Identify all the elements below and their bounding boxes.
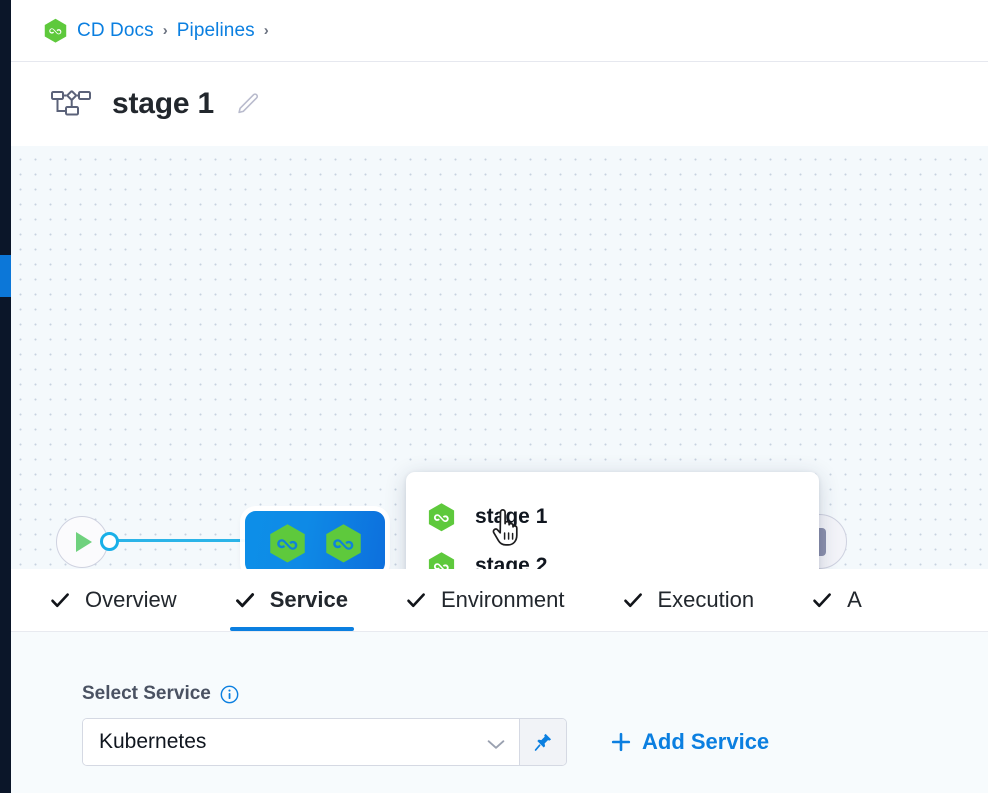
popup-item-stage-2[interactable]: stage 2 (406, 541, 819, 569)
play-triangle-icon (76, 532, 92, 552)
tab-label: Environment (440, 587, 565, 612)
plus-icon (611, 732, 631, 752)
harness-hexagon-icon (325, 523, 362, 563)
add-service-button[interactable]: Add Service (611, 729, 769, 755)
breadcrumb-item-cd-docs[interactable]: CD Docs (77, 19, 154, 41)
pipeline-connector-edge (115, 539, 249, 542)
stage-config-tabs: Overview Service Environment Execution A (11, 569, 988, 632)
select-service-label-row: Select Service (82, 683, 988, 705)
popup-item-label: stage 1 (475, 504, 548, 528)
check-icon (49, 589, 71, 611)
pipeline-start-node[interactable] (56, 516, 108, 568)
harness-hexagon-icon (428, 502, 455, 532)
left-nav-rail (0, 0, 11, 793)
pin-service-button[interactable] (519, 719, 566, 765)
tab-label: Overview (85, 587, 177, 612)
add-service-label: Add Service (642, 729, 770, 754)
breadcrumb-separator-icon: › (263, 22, 269, 39)
select-service-label: Select Service (82, 683, 211, 704)
select-service-dropdown[interactable]: Kubernetes (83, 719, 519, 765)
pipeline-canvas[interactable]: stage 1 + 1 more stages Add Stage stage … (11, 146, 988, 569)
popup-item-label: stage 2 (475, 553, 548, 570)
left-nav-rail-active-indicator[interactable] (0, 255, 11, 297)
harness-hexagon-icon (428, 551, 455, 569)
tab-overview[interactable]: Overview (49, 569, 177, 631)
breadcrumb-separator-icon: › (162, 22, 168, 39)
tab-label: Service (269, 587, 348, 612)
stage-group-node[interactable] (245, 511, 385, 569)
service-selector-row: Kubernetes (82, 718, 988, 766)
stage-selector-popup: stage 1 stage 2 (406, 472, 819, 569)
check-icon (405, 589, 427, 611)
pipeline-diagram-icon (51, 88, 91, 120)
pencil-edit-icon[interactable] (234, 91, 260, 117)
select-service-group: Kubernetes (82, 718, 567, 766)
tab-service[interactable]: Service (229, 569, 355, 631)
chevron-down-icon (487, 737, 505, 749)
breadcrumb-item-pipelines[interactable]: Pipelines (176, 19, 255, 41)
breadcrumb: CD Docs › Pipelines › (11, 0, 988, 61)
start-node-connector-dot[interactable] (100, 532, 119, 551)
page-header: stage 1 (11, 61, 988, 146)
tab-environment[interactable]: Environment (405, 569, 565, 631)
tab-label: Execution (657, 587, 755, 612)
check-icon (622, 589, 644, 611)
check-icon (234, 589, 256, 611)
service-config-panel: Select Service Kubernetes (11, 632, 988, 793)
info-circle-icon[interactable] (220, 685, 239, 704)
tab-advanced[interactable]: A (811, 569, 862, 631)
select-service-value: Kubernetes (99, 730, 207, 753)
check-icon (811, 589, 833, 611)
pin-icon (533, 732, 553, 752)
page-title: stage 1 (112, 87, 214, 120)
tab-label: A (847, 587, 862, 612)
tab-execution[interactable]: Execution (622, 569, 755, 631)
harness-hexagon-icon (269, 523, 306, 563)
popup-item-stage-1[interactable]: stage 1 (406, 492, 819, 541)
harness-hexagon-icon (44, 18, 67, 43)
